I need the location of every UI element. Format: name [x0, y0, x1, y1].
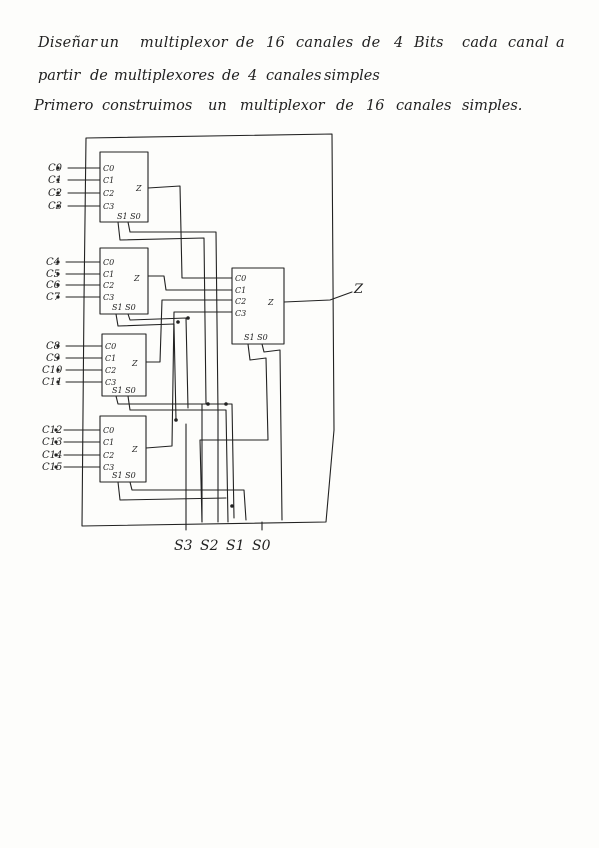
word: un [100, 35, 120, 51]
pin-label: C2 [235, 297, 246, 306]
outer-frame [81, 133, 335, 527]
word: 16 [266, 35, 286, 51]
select-line-label: S1 [226, 538, 245, 554]
input-label: C8 [46, 341, 60, 352]
word: canales [396, 98, 452, 114]
pin-label: C0 [103, 164, 114, 173]
input-label: C13 [42, 437, 62, 448]
pin-label: C3 [103, 463, 114, 472]
word: de [236, 35, 255, 51]
word: un [208, 98, 227, 114]
word: de [362, 35, 381, 51]
pin-label: Z [131, 359, 138, 368]
pin-label: C2 [105, 366, 116, 375]
pin-label: C3 [103, 293, 114, 302]
input-label: C5 [46, 269, 60, 280]
word: partir [38, 68, 81, 84]
word: Diseñar [38, 35, 98, 51]
input-label: C9 [46, 353, 61, 364]
select-line-label: S0 [252, 538, 271, 554]
pin-label: C2 [103, 451, 114, 460]
pin-label: C0 [103, 426, 114, 435]
statement-line-2: partir de multiplexores de 4 canales sim… [0, 68, 599, 96]
pin-label: C0 [235, 274, 246, 283]
word: a [556, 35, 565, 51]
statement-line-3: Primero construimos un multiplexor de 16… [0, 98, 599, 126]
mux-box-1 [99, 151, 149, 223]
pin-label: Z [135, 184, 142, 193]
word: multiplexor [140, 35, 228, 51]
word: cada [462, 35, 498, 51]
select-line-label: S3 [174, 538, 193, 554]
pin-label: S1 S0 [112, 471, 136, 480]
pin-label: C1 [103, 438, 114, 447]
mux-box-2 [99, 247, 149, 315]
word: Bits [414, 35, 444, 51]
pin-label: C1 [103, 176, 114, 185]
word: construimos [102, 98, 193, 114]
input-label: C1 [48, 175, 62, 186]
word: canales [266, 68, 322, 84]
word: Primero [34, 98, 94, 114]
input-label: C15 [42, 462, 62, 473]
pin-label: S1 S0 [244, 333, 268, 342]
pin-label: C1 [103, 270, 114, 279]
pin-label: S1 S0 [112, 303, 136, 312]
word: 4 [248, 68, 258, 84]
input-label: C10 [42, 365, 63, 376]
input-label: C2 [48, 188, 62, 199]
word: de [222, 68, 240, 84]
word: canales [296, 35, 354, 51]
pin-label: C0 [105, 342, 116, 351]
mux-box-final [231, 267, 285, 345]
input-label: C7 [46, 292, 61, 303]
word: de [336, 98, 354, 114]
pin-label: C3 [235, 309, 246, 318]
pin-label: C3 [103, 202, 114, 211]
pin-label: S1 S0 [112, 386, 136, 395]
pin-label: S1 S0 [117, 212, 141, 221]
input-label: C3 [48, 201, 62, 212]
select-line-label: S2 [200, 538, 219, 554]
pin-label: C0 [103, 258, 114, 267]
final-output-label: Z [353, 282, 364, 297]
pin-label: Z [267, 298, 274, 307]
pin-label: Z [131, 445, 138, 454]
input-label: C11 [42, 377, 62, 388]
pin-label: C3 [105, 378, 116, 387]
mux-box-4 [99, 415, 147, 483]
mux-box-3 [101, 333, 147, 397]
word: simples. [462, 98, 523, 114]
pin-label: C1 [105, 354, 116, 363]
word: de [90, 68, 108, 84]
input-label: C0 [48, 163, 63, 174]
pin-label: C1 [235, 286, 246, 295]
word: simples [324, 68, 380, 84]
input-label: C14 [42, 450, 62, 461]
word: multiplexores [114, 68, 215, 84]
pin-label: C2 [103, 189, 114, 198]
pin-label: Z [133, 274, 140, 283]
word: multiplexor [240, 98, 325, 114]
input-label: C12 [42, 425, 62, 436]
word: 4 [394, 35, 404, 51]
statement-line-1: Diseñar un multiplexor de 16 canales de … [0, 35, 599, 63]
input-label: C4 [46, 257, 60, 268]
pin-label: C2 [103, 281, 114, 290]
word: canal [508, 35, 549, 51]
input-label: C6 [46, 280, 61, 291]
word: 16 [366, 98, 385, 114]
